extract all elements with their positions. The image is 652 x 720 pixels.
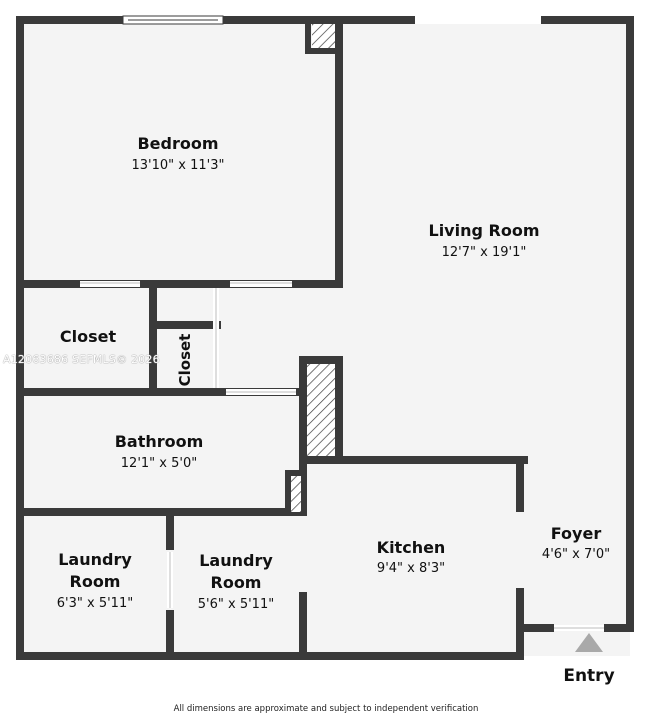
living-room-dims: 12'7" x 19'1" [442,245,527,260]
kitchen-dims: 9'4" x 8'3" [377,561,445,576]
laundry-left-dims: 6'3" x 5'11" [57,596,133,611]
living-room-name: Living Room [429,221,540,240]
bathroom-name: Bathroom [115,432,204,451]
laundry-left-name-line1: Laundry [58,550,132,569]
floor-area [20,20,630,656]
door-closet [80,281,140,287]
living-room-window [415,16,541,24]
windows [122,15,541,25]
laundry-right-name-line2: Room [211,573,262,592]
bedroom-name: Bedroom [137,134,218,153]
room-labels: Bedroom 13'10" x 11'3" Living Room 12'7"… [57,134,615,686]
duct-middle [307,364,335,456]
laundry-right-name-line1: Laundry [199,551,273,570]
walls [16,16,634,660]
bathroom-dims: 12'1" x 5'0" [121,456,197,471]
bedroom-dims: 13'10" x 11'3" [132,158,225,173]
foyer-dims: 4'6" x 7'0" [542,547,610,562]
door-bedroom [230,281,292,287]
entry-arrow-icon [575,633,603,652]
duct-small [291,476,301,512]
door-frames [80,282,604,629]
watermark: A12063686 SEFMLS© 2026 [3,353,160,366]
duct-hatches [291,24,335,512]
foyer-name: Foyer [551,524,602,543]
kitchen-name: Kitchen [377,538,446,557]
disclaimer: All dimensions are approximate and subje… [173,704,479,714]
duct-top [312,24,335,48]
closet-small-name: Closet [176,334,194,387]
entry-label: Entry [563,666,614,686]
closet-left-name: Closet [60,327,117,346]
laundry-right-dims: 5'6" x 5'11" [198,597,274,612]
laundry-left-name-line2: Room [70,572,121,591]
